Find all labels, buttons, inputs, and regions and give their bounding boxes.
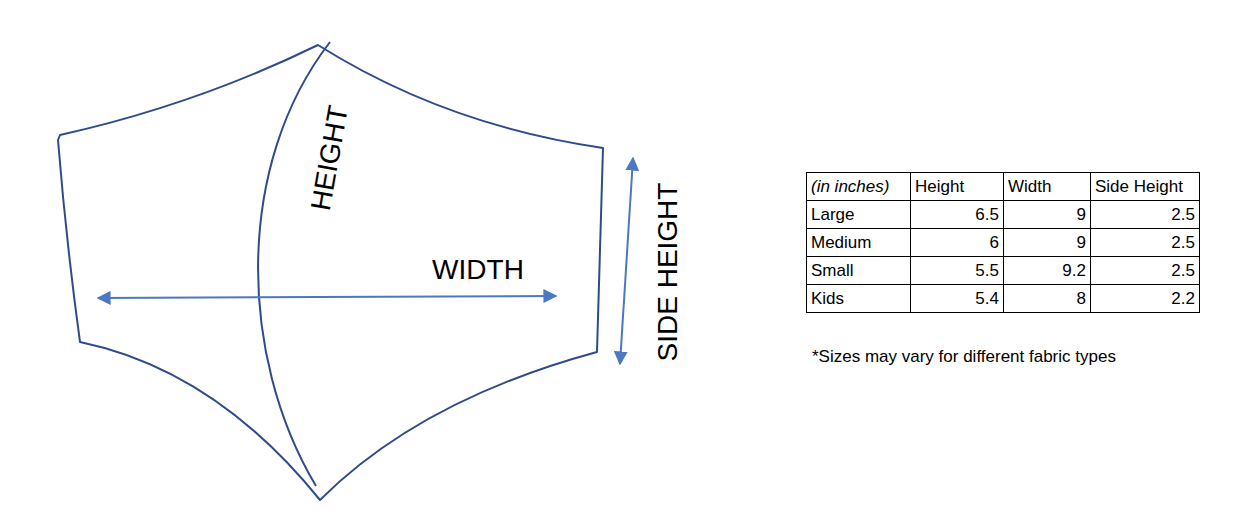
table-header: Side Height [1091,173,1200,201]
table-value: 2.5 [1091,257,1200,285]
table-value: 2.5 [1091,229,1200,257]
dimension-label: SIDE HEIGHT [654,183,682,362]
size-name: Kids [807,285,911,313]
table-value: 8 [1004,285,1091,313]
table-value: 2.2 [1091,285,1200,313]
table-header: (in inches) [807,173,911,201]
table-value: 9 [1004,201,1091,229]
table-value: 5.4 [911,285,1004,313]
table-note: *Sizes may vary for different fabric typ… [812,348,1116,365]
size-name: Small [807,257,911,285]
table-value: 9 [1004,229,1091,257]
width-arrow [98,296,556,298]
dimension-label: WIDTH [432,256,524,284]
size-name: Medium [807,229,911,257]
height-curve [258,42,330,486]
size-table: (in inches)HeightWidthSide HeightLarge6.… [806,172,1200,313]
table-value: 6.5 [911,201,1004,229]
table-header: Height [911,173,1004,201]
table-value: 6 [911,229,1004,257]
mask-outline [58,45,603,500]
dimension-label: HEIGHT [307,103,353,212]
table-header: Width [1004,173,1091,201]
table-value: 9.2 [1004,257,1091,285]
size-name: Large [807,201,911,229]
table-value: 2.5 [1091,201,1200,229]
side-height-arrow [620,158,633,364]
table-value: 5.5 [911,257,1004,285]
